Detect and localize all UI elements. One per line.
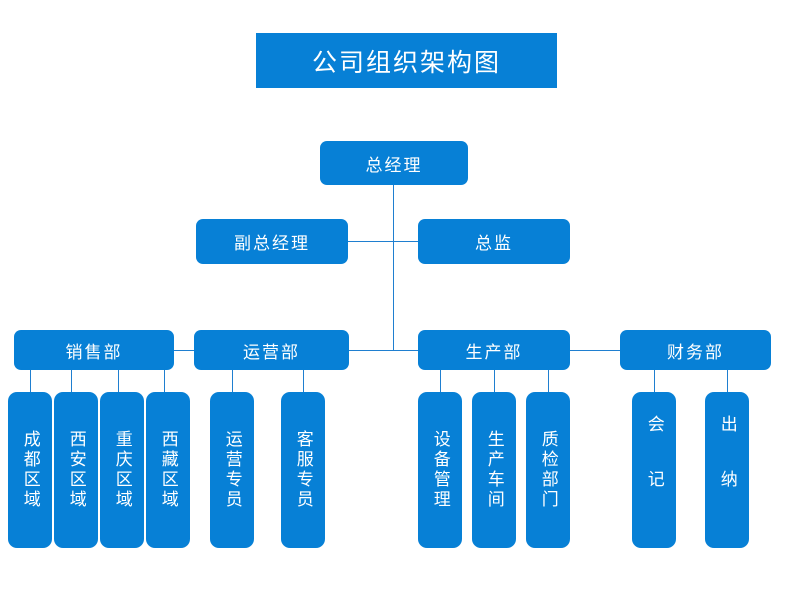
- node-team-operations-specialist[interactable]: 运营专员: [210, 392, 254, 548]
- node-label: 成都区域: [20, 430, 40, 510]
- connector-gm-spine: [393, 185, 394, 350]
- node-label: 西藏区域: [158, 430, 178, 510]
- connector-stem-operations-2: [303, 370, 304, 392]
- node-label: 重庆区域: [112, 430, 132, 510]
- connector-stem-production-3: [548, 370, 549, 392]
- connector-stem-finance-2: [727, 370, 728, 392]
- connector-stem-sales-3: [118, 370, 119, 392]
- node-department-production[interactable]: 生产部: [418, 330, 570, 370]
- chart-title-banner: 公司组织架构图: [256, 33, 557, 88]
- node-department-finance[interactable]: 财务部: [620, 330, 771, 370]
- connector-stem-production-1: [440, 370, 441, 392]
- node-team-chengdu-region[interactable]: 成都区域: [8, 392, 52, 548]
- node-team-production-workshop[interactable]: 生产车间: [472, 392, 516, 548]
- node-deputy-general-manager[interactable]: 副总经理: [196, 219, 348, 264]
- node-label: 西安区域: [66, 430, 86, 510]
- node-department-sales[interactable]: 销售部: [14, 330, 174, 370]
- connector-stem-operations-1: [232, 370, 233, 392]
- connector-stem-sales-2: [71, 370, 72, 392]
- connector-sales-operations: [174, 350, 194, 351]
- node-label: 客服专员: [293, 430, 313, 510]
- node-team-equipment-management[interactable]: 设备管理: [418, 392, 462, 548]
- node-team-tibet-region[interactable]: 西藏区域: [146, 392, 190, 548]
- node-team-quality-inspection[interactable]: 质检部门: [526, 392, 570, 548]
- node-department-operations[interactable]: 运营部: [194, 330, 349, 370]
- node-label: 生产车间: [484, 430, 504, 510]
- connector-stem-finance-1: [654, 370, 655, 392]
- node-label: 出纳: [717, 415, 737, 525]
- connector-production-finance: [570, 350, 620, 351]
- node-label: 设备管理: [430, 430, 450, 510]
- node-general-manager[interactable]: 总经理: [320, 141, 468, 185]
- connector-stem-sales-1: [30, 370, 31, 392]
- connector-operations-spine: [349, 350, 418, 351]
- connector-stem-sales-4: [164, 370, 165, 392]
- node-team-customer-service-specialist[interactable]: 客服专员: [281, 392, 325, 548]
- node-team-xian-region[interactable]: 西安区域: [54, 392, 98, 548]
- node-director[interactable]: 总监: [418, 219, 570, 264]
- node-team-accounting[interactable]: 会记: [632, 392, 676, 548]
- node-label: 质检部门: [538, 430, 558, 510]
- node-team-chongqing-region[interactable]: 重庆区域: [100, 392, 144, 548]
- connector-deputy-director: [348, 241, 418, 242]
- node-team-cashier[interactable]: 出纳: [705, 392, 749, 548]
- node-label: 会记: [644, 415, 664, 525]
- node-label: 运营专员: [222, 430, 242, 510]
- connector-stem-production-2: [494, 370, 495, 392]
